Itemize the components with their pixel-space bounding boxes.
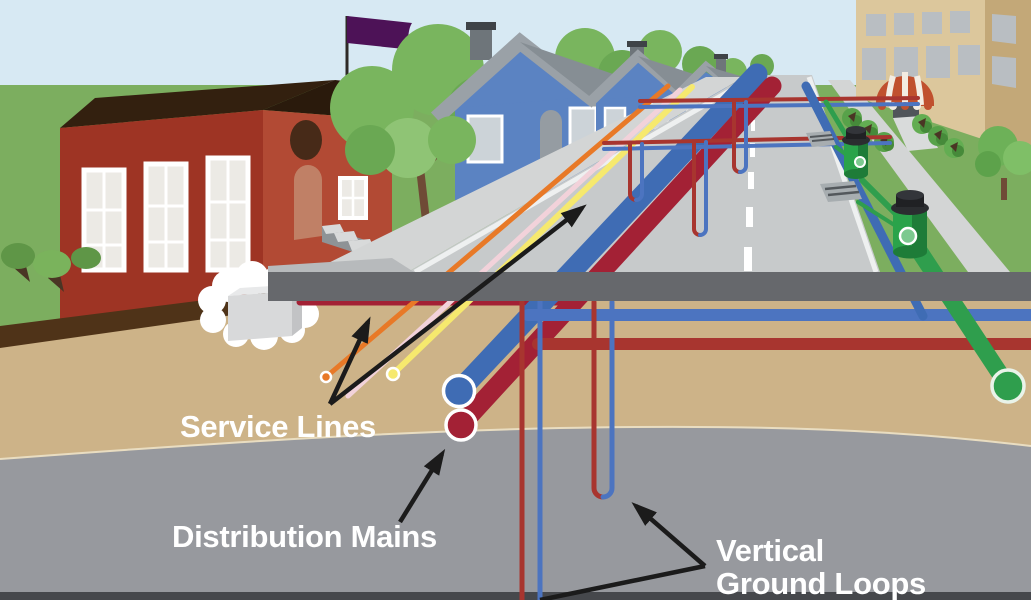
service-line-yellow	[390, 84, 695, 377]
yellow-service-cross-section	[385, 366, 401, 382]
green-line-cross-section	[990, 368, 1026, 404]
bush	[842, 108, 862, 128]
distribution-main-supply	[448, 63, 768, 402]
building-windows	[862, 11, 1016, 88]
school-roof	[60, 80, 335, 128]
left-curb	[413, 75, 754, 275]
soil-bedrock-boundary	[0, 425, 1031, 460]
school-bushes	[1, 243, 101, 292]
purple-flag	[347, 16, 412, 49]
ground-loops-arrow	[631, 502, 707, 568]
service-lines-arrow-short	[327, 316, 371, 405]
right-tree	[975, 126, 1031, 200]
deep-vertical-loops	[519, 293, 615, 600]
school-window-muntins	[84, 158, 248, 270]
bottom-edge-band	[0, 592, 1031, 600]
entrance-walkway	[893, 116, 938, 151]
label-distribution-mains: Distribution Mains	[172, 519, 437, 554]
left-sidewalk	[310, 77, 744, 272]
label-vertical-ground-loops-line2: Ground Loops	[716, 566, 926, 600]
catch-basin	[842, 126, 870, 179]
label-vertical-ground-loops-line1: Vertical	[716, 533, 824, 568]
service-line-orange	[323, 83, 671, 380]
bush	[944, 138, 964, 158]
catch-basin	[891, 190, 929, 259]
supply-main-cross-section	[441, 373, 477, 409]
bush	[912, 114, 932, 134]
service-lines-arrow-long	[328, 204, 587, 406]
label-service-lines: Service Lines	[180, 409, 376, 444]
school-round-window	[290, 120, 322, 160]
chimney	[470, 26, 492, 60]
street-cut-edge	[268, 272, 1031, 301]
storm-grate	[820, 181, 862, 202]
distribution-mains-arrow	[398, 448, 446, 524]
sidewalk-cut-edge	[268, 258, 414, 272]
chimney	[716, 56, 726, 72]
storm-grate	[806, 131, 836, 147]
pipe-port	[854, 156, 866, 168]
ground-loops-pointer-line	[539, 563, 706, 600]
bush	[928, 126, 948, 146]
orange-service-cross-section	[319, 370, 333, 384]
return-main-cross-section	[444, 408, 478, 442]
school-small-window	[338, 176, 368, 220]
bedrock-layer	[0, 426, 1031, 600]
school-arched-door	[294, 165, 322, 240]
pipe-port	[898, 226, 918, 246]
shallow-ground-loops	[628, 100, 748, 237]
callout-arrows	[327, 204, 707, 600]
